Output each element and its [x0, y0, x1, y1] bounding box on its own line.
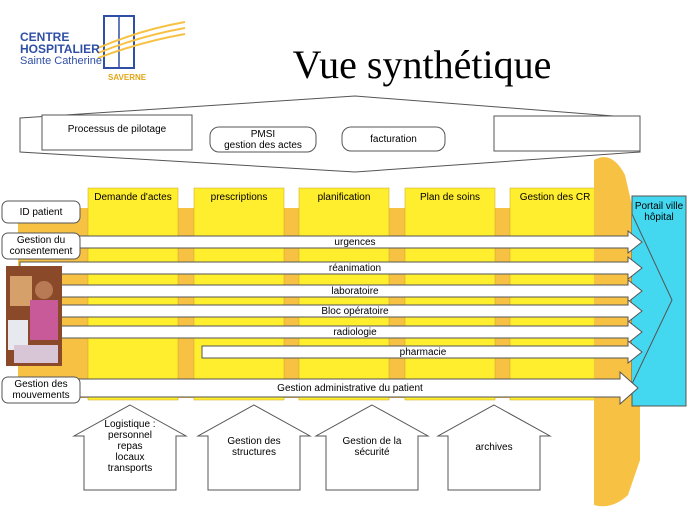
flow-radiologie: radiologie: [333, 327, 377, 338]
hospital-logo-graphic: [97, 15, 186, 69]
logo-city: SAVERNE: [108, 73, 147, 82]
pilotage-label: Processus de pilotage: [67, 124, 167, 135]
column-demande-actes: Demande d'actes: [94, 192, 172, 203]
pmsi-label: PMSI gestion des actes: [224, 129, 302, 151]
logo-line-centre: CENTRE: [20, 30, 70, 44]
pmsi-box: [209, 126, 317, 153]
support-arrows: [72, 404, 552, 491]
support-securite: Gestion de la sécurité: [342, 436, 402, 458]
mouvements-label: Gestion des mouvements: [12, 379, 70, 401]
flow-urgences: urgences: [334, 237, 376, 248]
portail-head: [631, 213, 673, 385]
id-patient-box: [1, 200, 81, 224]
logo-line-hospitalier: HOSPITALIER: [20, 42, 100, 56]
flow-laboratoire: laboratoire: [331, 286, 379, 297]
page-title: Vue synthétique: [292, 42, 552, 87]
portail-label: Portail ville hôpital: [634, 201, 684, 223]
logo-name: CENTRE HOSPITALIER: [20, 31, 100, 55]
pilotage-right-box: [493, 115, 641, 152]
support-structures: Gestion des structures: [227, 436, 281, 458]
nurse-photo: [6, 266, 62, 366]
flow-bloc-operatoire: Bloc opératoire: [321, 306, 389, 317]
support-archives: archives: [475, 442, 513, 453]
facturation-label: facturation: [370, 134, 417, 145]
column-prescriptions: prescriptions: [210, 192, 268, 203]
flow-arrows: [19, 229, 643, 406]
consent-box: [1, 232, 81, 260]
support-logistique: Logistique : personnel repas locaux tran…: [104, 419, 156, 474]
mouvements-box: [1, 376, 81, 404]
flow-gestion-administrative: Gestion administrative du patient: [277, 383, 423, 394]
consent-label: Gestion du consentement: [9, 235, 73, 257]
flow-reanimation: réanimation: [328, 263, 382, 274]
logo-line-sainte-catherine: Sainte Catherine: [20, 55, 102, 67]
id-patient-label: ID patient: [19, 207, 63, 218]
pilotage-box: [41, 114, 193, 151]
column-planification: planification: [317, 192, 371, 203]
column-gestion-cr: Gestion des CR: [519, 192, 591, 203]
facturation-box: [341, 126, 446, 152]
flow-pharmacie: pharmacie: [399, 347, 447, 358]
column-plan-de-soins: Plan de soins: [419, 192, 481, 203]
